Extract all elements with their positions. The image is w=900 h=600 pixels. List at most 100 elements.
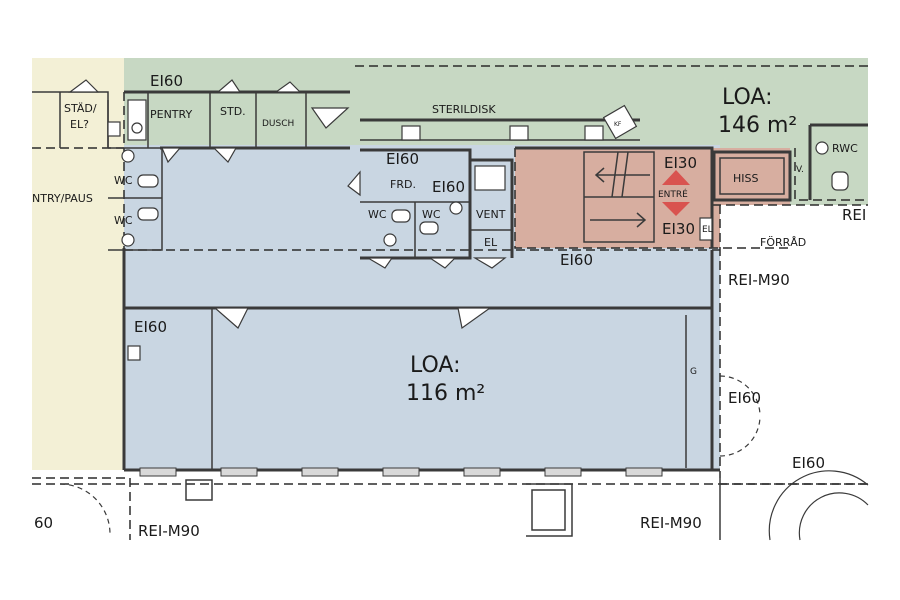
window [625,467,663,477]
wall-bottom-left-box [185,479,213,501]
appliance-stad [107,121,121,137]
door-frd [347,170,361,197]
toilet-wc-left-1 [137,174,159,188]
door-steril [310,107,350,129]
fixtures [107,99,849,361]
toilet-wc-frd-2 [419,221,439,235]
room-g: G [690,367,697,377]
rating-ei60-office: EI60 [134,318,167,336]
room-wc-frd-1: WC [368,208,387,221]
rating-sixty-bottom-left: 60 [34,514,53,532]
wall-hiss-box [712,150,792,202]
rating-ei60-mid: EI60 [560,251,593,269]
fire-line-hiss [794,148,868,201]
doors [59,79,869,541]
room-std: STD. [220,105,246,118]
wall-wc-left-box [108,147,163,251]
hob-pentry [131,122,143,134]
room-stad-line2: EL? [70,118,89,131]
room-pentry-paus: NTRY/PAUS [32,192,93,205]
wall-bottom-mid-outer [526,483,573,537]
door-std [212,147,238,163]
door-office-2 [457,307,492,330]
door-wc-1 [365,257,394,269]
room-sterildisk: STERILDISK [432,103,496,116]
door-pentry [161,147,182,164]
room-wc-left-2: WC [114,214,133,227]
wall-stair-box [583,151,655,243]
wall-vent-box [470,158,514,258]
stair-tread-1 [611,151,629,198]
wall-bottom-mid-box [531,489,566,531]
label-v: V. [796,165,804,175]
rating-rei-m90-bottom-left: REI-M90 [138,522,200,540]
rating-ei30-top: EI30 [664,154,697,172]
sink-wc-frd-2 [449,201,463,215]
door-bottom-right-arc-2 [798,492,869,541]
zone-bottom-unassigned [32,478,868,540]
entre-arrow-up-icon [662,170,690,185]
area-upper-value: 146 m² [718,113,797,138]
rating-rei-m90-bottom-mid: REI-M90 [640,514,702,532]
sink-wc-frd [383,233,397,247]
area-lower-value: 116 m² [406,381,485,406]
room-rwc: RWC [832,142,858,155]
cabinet-sterildisk-3 [584,125,604,141]
fire-line-bottom-left [32,477,131,540]
window [220,467,258,477]
label-kf: KF [614,121,622,128]
stair-arrow-lower [590,212,647,228]
rating-rei-right: REI [842,206,866,224]
rating-ei60-vent: EI60 [432,178,465,196]
window [544,467,582,477]
rating-rei-m90-right: REI-M90 [728,271,790,289]
room-frd: FRD. [390,178,416,191]
rating-ei60-service: EI60 [150,72,183,90]
stair-arrows [590,151,690,228]
sink-wc-left-2 [121,233,135,247]
door-office-1 [213,307,249,329]
windows [139,467,663,477]
room-pentry: PENTRY [150,108,192,121]
door-forrad-arc [719,375,761,417]
door-service-top-2 [274,81,302,93]
room-stad-line1: STÄD/ [64,102,97,115]
door-left-wc [68,79,100,93]
window [382,467,420,477]
room-hiss: HISS [733,172,758,185]
stair-arrow-upper [594,167,650,183]
toilet-wc-left-2 [137,207,159,221]
labels: LOA: 146 m² LOA: 116 m² STÄD/ EL? PENTRY… [32,72,866,540]
room-entre: ENTRÉ [658,188,688,200]
room-dusch: DUSCH [262,119,294,129]
door-forrad-arc-2 [719,415,761,457]
toilet-wc-frd [391,209,411,223]
room-el: EL [484,236,498,249]
room-vent: VENT [476,208,506,221]
kf-unit [602,104,638,140]
rating-ei30-bottom: EI30 [662,220,695,238]
door-vent [472,257,507,269]
cabinet-sterildisk-2 [509,125,529,141]
rating-ei60-frd: EI60 [386,150,419,168]
door-bottom-left-arc [59,483,111,535]
cabinet-sterildisk-1 [401,125,421,141]
el-box [699,217,713,241]
wall-hiss-inner [719,157,785,195]
room-el-small: EL [702,225,713,235]
toilet-rwc [831,171,849,191]
room-wc-frd-2: WC [422,208,441,221]
vent-fixture [474,165,506,191]
room-wc-left-1: WC [114,174,133,187]
wall-rwc [808,123,868,200]
window [463,467,501,477]
sink-rwc [815,141,829,155]
door-wc-2 [428,257,457,269]
door-bottom-right-arc [768,470,869,541]
window [301,467,339,477]
wall-entre-box [515,146,714,248]
zone-office-upper [360,145,520,250]
rating-ei60-forrad: EI60 [728,389,761,407]
office-socket [127,345,141,361]
entre-arrow-down-icon [662,202,690,216]
